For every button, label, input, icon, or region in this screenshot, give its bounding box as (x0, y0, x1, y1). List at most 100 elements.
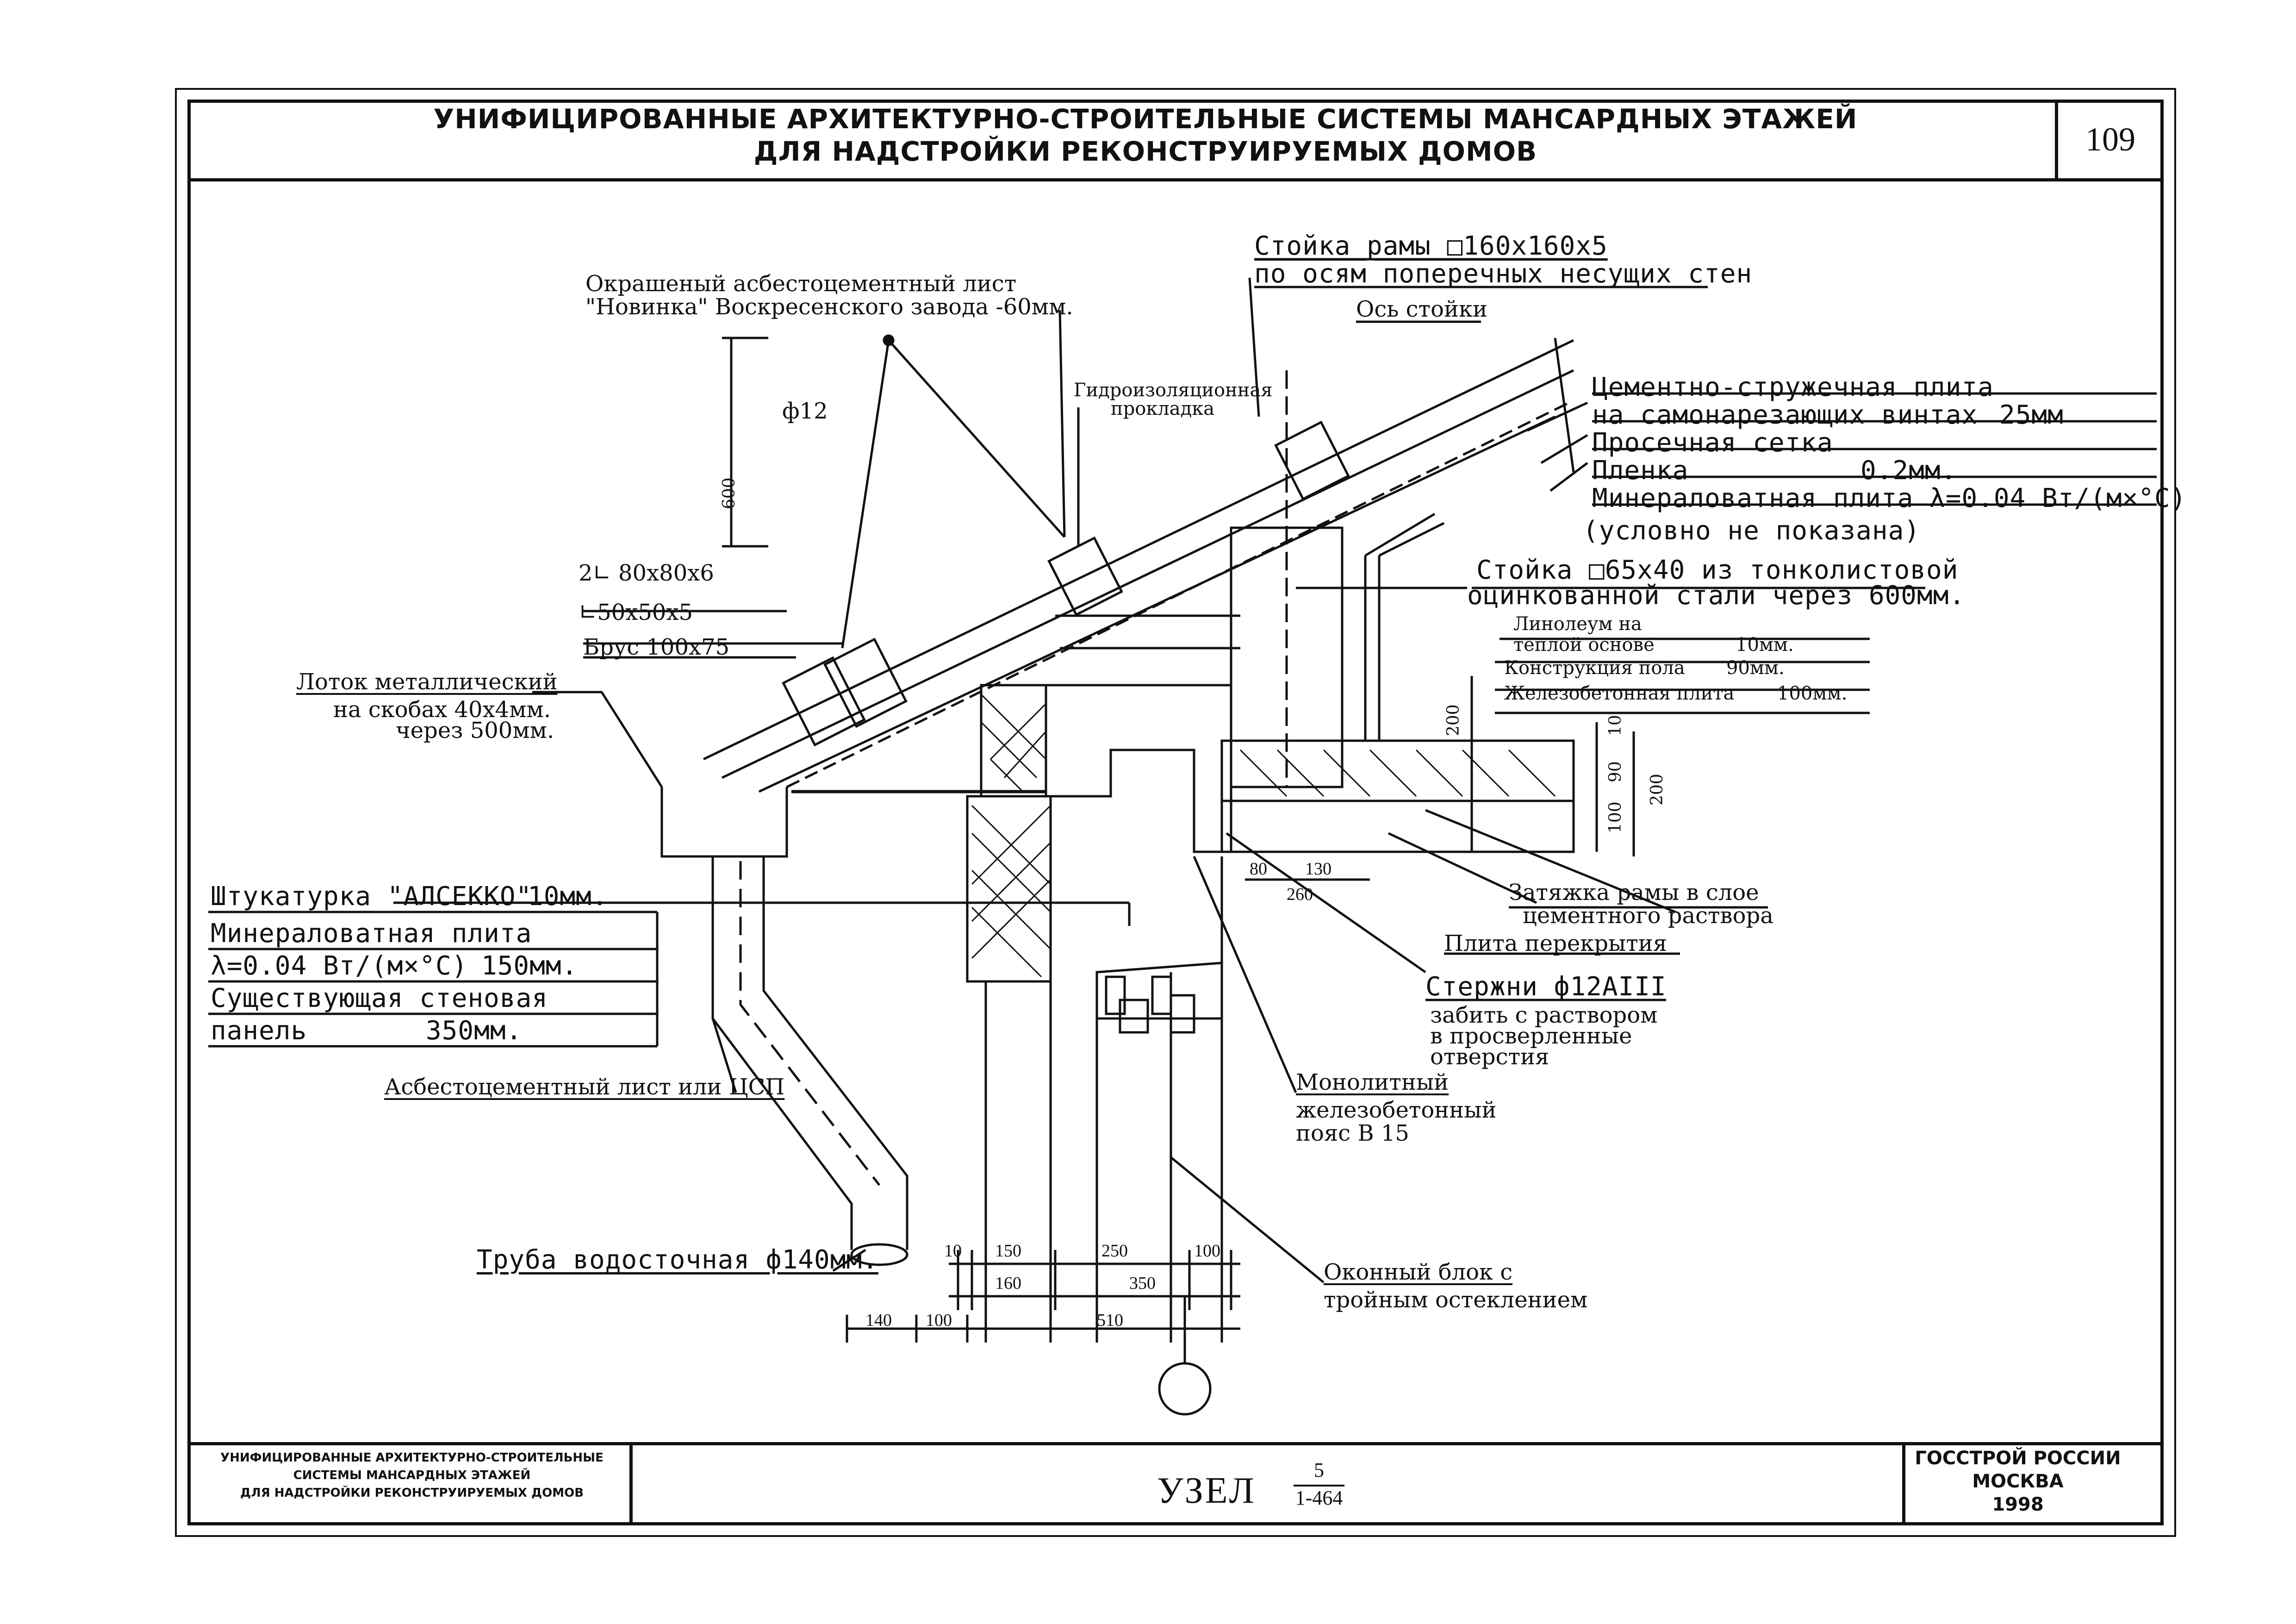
dim-b160: 160 (995, 1274, 1021, 1293)
label-plaster-thk: 10мм. (528, 881, 608, 912)
window-frame-4 (1170, 994, 1195, 1034)
org-line3: 1998 (1992, 1494, 2044, 1515)
dim-200-floor: 200 (1444, 704, 1463, 736)
tie-top-node (883, 334, 895, 346)
label-gutter-2: на скобах 40х4мм. (333, 697, 551, 723)
dim-200-right: 200 (1648, 774, 1667, 806)
label-rods-4: отверстия (1430, 1044, 1549, 1070)
label-film: Пленка (1592, 456, 1689, 486)
label-mesh: Просечная сетка (1592, 428, 1833, 458)
dim-b150: 150 (995, 1241, 1021, 1261)
wall-insulation (966, 795, 1052, 983)
title-block-series-line1: УНИФИЦИРОВАННЫЕ АРХИТЕКТУРНО-СТРОИТЕЛЬНЫ… (220, 1451, 604, 1465)
page-number: 109 (2085, 121, 2135, 158)
title-block-series: УНИФИЦИРОВАННЫЕ АРХИТЕКТУРНО-СТРОИТЕЛЬНЫ… (204, 1449, 620, 1502)
node-fraction-line (1294, 1485, 1344, 1487)
label-asbestos-sheet-1: Окрашеный асбестоцементный лист (585, 271, 1017, 297)
leader-angles (583, 610, 842, 659)
title-block-series-line2: СИСТЕМЫ МАНСАРДНЫХ ЭТАЖЕЙ (293, 1468, 531, 1482)
label-frame-post-2: по осям поперечных несущих стен (1254, 259, 1753, 289)
label-asbestos-or-csp: Асбестоцементный лист или ЦСП (384, 1074, 785, 1100)
label-downpipe: Труба водосточная ф140мм. (477, 1245, 878, 1275)
monolithic-belt (1045, 684, 1232, 853)
roof-slope-inner (721, 369, 1574, 779)
label-mineral-wall-thk: 150мм. (481, 951, 578, 981)
label-mineral-roof: Минераловатная плита λ=0.04 Вт/(м×°С) (1592, 483, 2187, 513)
belt-insulation (980, 684, 1047, 798)
window-frame-1 (1105, 975, 1126, 1015)
label-waterproof-2: прокладка (1111, 398, 1215, 419)
label-existing-panel-thk: 350мм. (426, 1016, 523, 1046)
roof-block-1 (782, 656, 866, 747)
title-block-divider-right (1902, 1442, 1905, 1525)
leader-roof-layers (1526, 401, 1588, 492)
dim-90: 90 (1606, 761, 1625, 782)
drawing-inner-frame (187, 100, 2164, 1525)
page-number-divider (2055, 103, 2058, 178)
label-stud-1: Стойка □65х40 из тонколистовой (1476, 555, 1959, 585)
label-stud-2: оцинкованной стали через 600мм. (1467, 581, 1966, 611)
roof-ridge-edge (1554, 337, 1575, 473)
label-tie-1: Затяжка рамы в слое (1509, 880, 1759, 906)
mansard-wall-stud (1364, 512, 1445, 741)
dim-260: 260 (1287, 885, 1313, 904)
sheet-title-line1: УНИФИЦИРОВАННЫЕ АРХИТЕКТУРНО-СТРОИТЕЛЬНЫ… (433, 103, 1858, 135)
label-waterproof-1: Гидроизоляционная (1074, 380, 1273, 401)
label-asbestos-sheet-2: "Новинка" Воскресенского завода -60мм. (585, 294, 1073, 320)
roof-slope-deck (758, 415, 1556, 793)
dim-b10: 10 (944, 1241, 962, 1261)
dim-b100b: 100 (926, 1311, 952, 1330)
title-block-divider-left (629, 1442, 633, 1525)
roof-block-2 (823, 637, 908, 728)
dim-10: 10 (1606, 715, 1625, 736)
leader-gutter (532, 691, 663, 788)
leader-asbestos (1058, 310, 1080, 546)
header-divider (187, 178, 2164, 181)
label-mineral-wall-1: Минераловатная плита (211, 918, 532, 949)
floor-slab-rect (1220, 739, 1575, 802)
label-particle-board-2: на самонарезающих винтах (1592, 400, 1978, 430)
leader-monolithic (1193, 856, 1297, 1093)
label-linoleum-2: теплой основе (1513, 634, 1655, 656)
label-existing-panel-1: Существующая стеновая (211, 983, 548, 1013)
leader-plaster (393, 901, 1131, 926)
label-post-axis: Ось стойки (1356, 296, 1487, 322)
dim-height-600: 600 (720, 477, 739, 509)
label-plaster: Штукатурка "АЛСЕККО" (211, 881, 532, 912)
organization: ГОССТРОЙ РОССИИ МОСКВА 1998 (1888, 1447, 2147, 1516)
dim-b250: 250 (1101, 1241, 1128, 1261)
label-monolithic-3: пояс В 15 (1296, 1120, 1409, 1146)
leader-rods (1226, 832, 1426, 974)
dim-b140: 140 (865, 1311, 892, 1330)
title-block-series-line3: ДЛЯ НАДСТРОЙКИ РЕКОНСТРУИРУЕМЫХ ДОМОВ (240, 1486, 584, 1500)
label-rods-3: в просверленные (1430, 1023, 1632, 1049)
label-linoleum-1: Линолеум на (1513, 613, 1642, 635)
label-monolithic-1: Монолитный (1296, 1069, 1449, 1095)
window-head (1095, 962, 1223, 1020)
downpipe-outlet (850, 1243, 908, 1266)
label-rods-1: Стержни ф12АIII (1425, 972, 1667, 1002)
downpipe (711, 856, 908, 1250)
leader-window (1170, 1156, 1325, 1283)
label-rc-slab-thk: 100мм. (1777, 683, 1848, 704)
label-angle-2l: 2∟ 80х80х6 (579, 560, 714, 586)
label-angle-l: ∟50х50х5 (579, 600, 693, 625)
label-existing-panel-2: панель (211, 1016, 307, 1046)
dim-100: 100 (1606, 801, 1625, 833)
roof-block-3 (1047, 536, 1123, 617)
window-frame-2 (1119, 999, 1149, 1034)
label-film-thk: 0.2мм. (1860, 456, 1957, 486)
leader-asbestos-csp (711, 1018, 737, 1093)
label-particle-board-1: Цементно-стружечная плита (1592, 372, 1994, 402)
dim-b100: 100 (1194, 1241, 1220, 1261)
gutter (660, 787, 788, 858)
label-floor-slab: Плита перекрытия (1444, 931, 1668, 956)
org-line1: ГОССТРОЙ РОССИИ (1915, 1448, 2121, 1469)
label-not-shown: (условно не показана) (1583, 516, 1921, 546)
label-monolithic-2: железобетонный (1296, 1097, 1497, 1123)
roof-block-4 (1274, 420, 1350, 501)
dim-b510: 510 (1097, 1311, 1123, 1330)
wall-panel-lines (984, 796, 1223, 1343)
label-mineral-wall-2: λ=0.04 Вт/(м×°С) (211, 951, 468, 981)
